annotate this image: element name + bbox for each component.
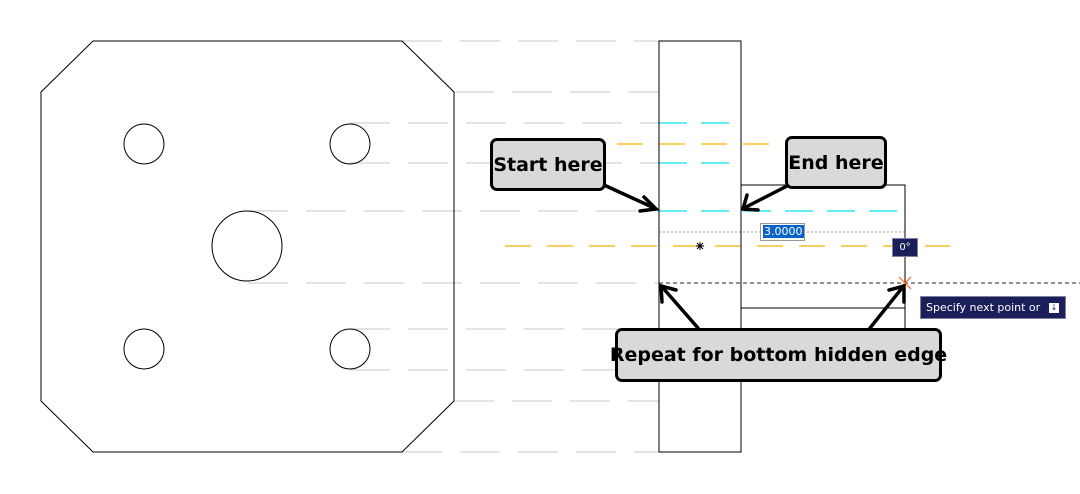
snap-markers [696, 242, 912, 290]
hole-bottom-right [329, 328, 371, 370]
distance-value[interactable]: 3.0000 [763, 225, 804, 238]
arrow-bottom-left-head [659, 283, 678, 304]
dotted-tracking [658, 231, 1080, 284]
down-arrow-icon[interactable]: ↓ [1049, 303, 1059, 313]
hole-top-right [329, 123, 371, 165]
arrow-bottom-left-shaft [661, 286, 700, 330]
midpoint-marker-icon [696, 242, 704, 250]
arrow-start-shaft [602, 183, 654, 209]
callout-end-here: End here [785, 136, 887, 189]
arrow-bottom-right-shaft [868, 286, 904, 330]
cyan-tracking-lines [659, 122, 905, 212]
side-plate-outline [658, 40, 742, 453]
prompt-text: Specify next point or [926, 301, 1041, 314]
angle-value: 0° [899, 242, 911, 253]
arrow-end-head [740, 193, 760, 212]
callout-repeat-bottom-edge: Repeat for bottom hidden edge [610, 328, 947, 382]
hole-top-left [123, 123, 165, 165]
hole-center [211, 210, 283, 282]
command-prompt-tooltip: Specify next point or ↓ [920, 296, 1066, 319]
orange-tracking-lines [505, 143, 950, 247]
arrow-start-head [638, 195, 660, 213]
callout-arrows [602, 183, 906, 330]
octagon-plate-outline [40, 40, 455, 453]
callout-start-here: Start here [490, 138, 606, 191]
distance-input[interactable]: 3.0000 [760, 223, 805, 241]
front-view[interactable] [40, 40, 455, 453]
hole-bottom-left [123, 328, 165, 370]
angle-tooltip: 0° [892, 238, 918, 257]
arrow-end-shaft [744, 184, 789, 209]
arrow-bottom-right-head [887, 283, 906, 304]
